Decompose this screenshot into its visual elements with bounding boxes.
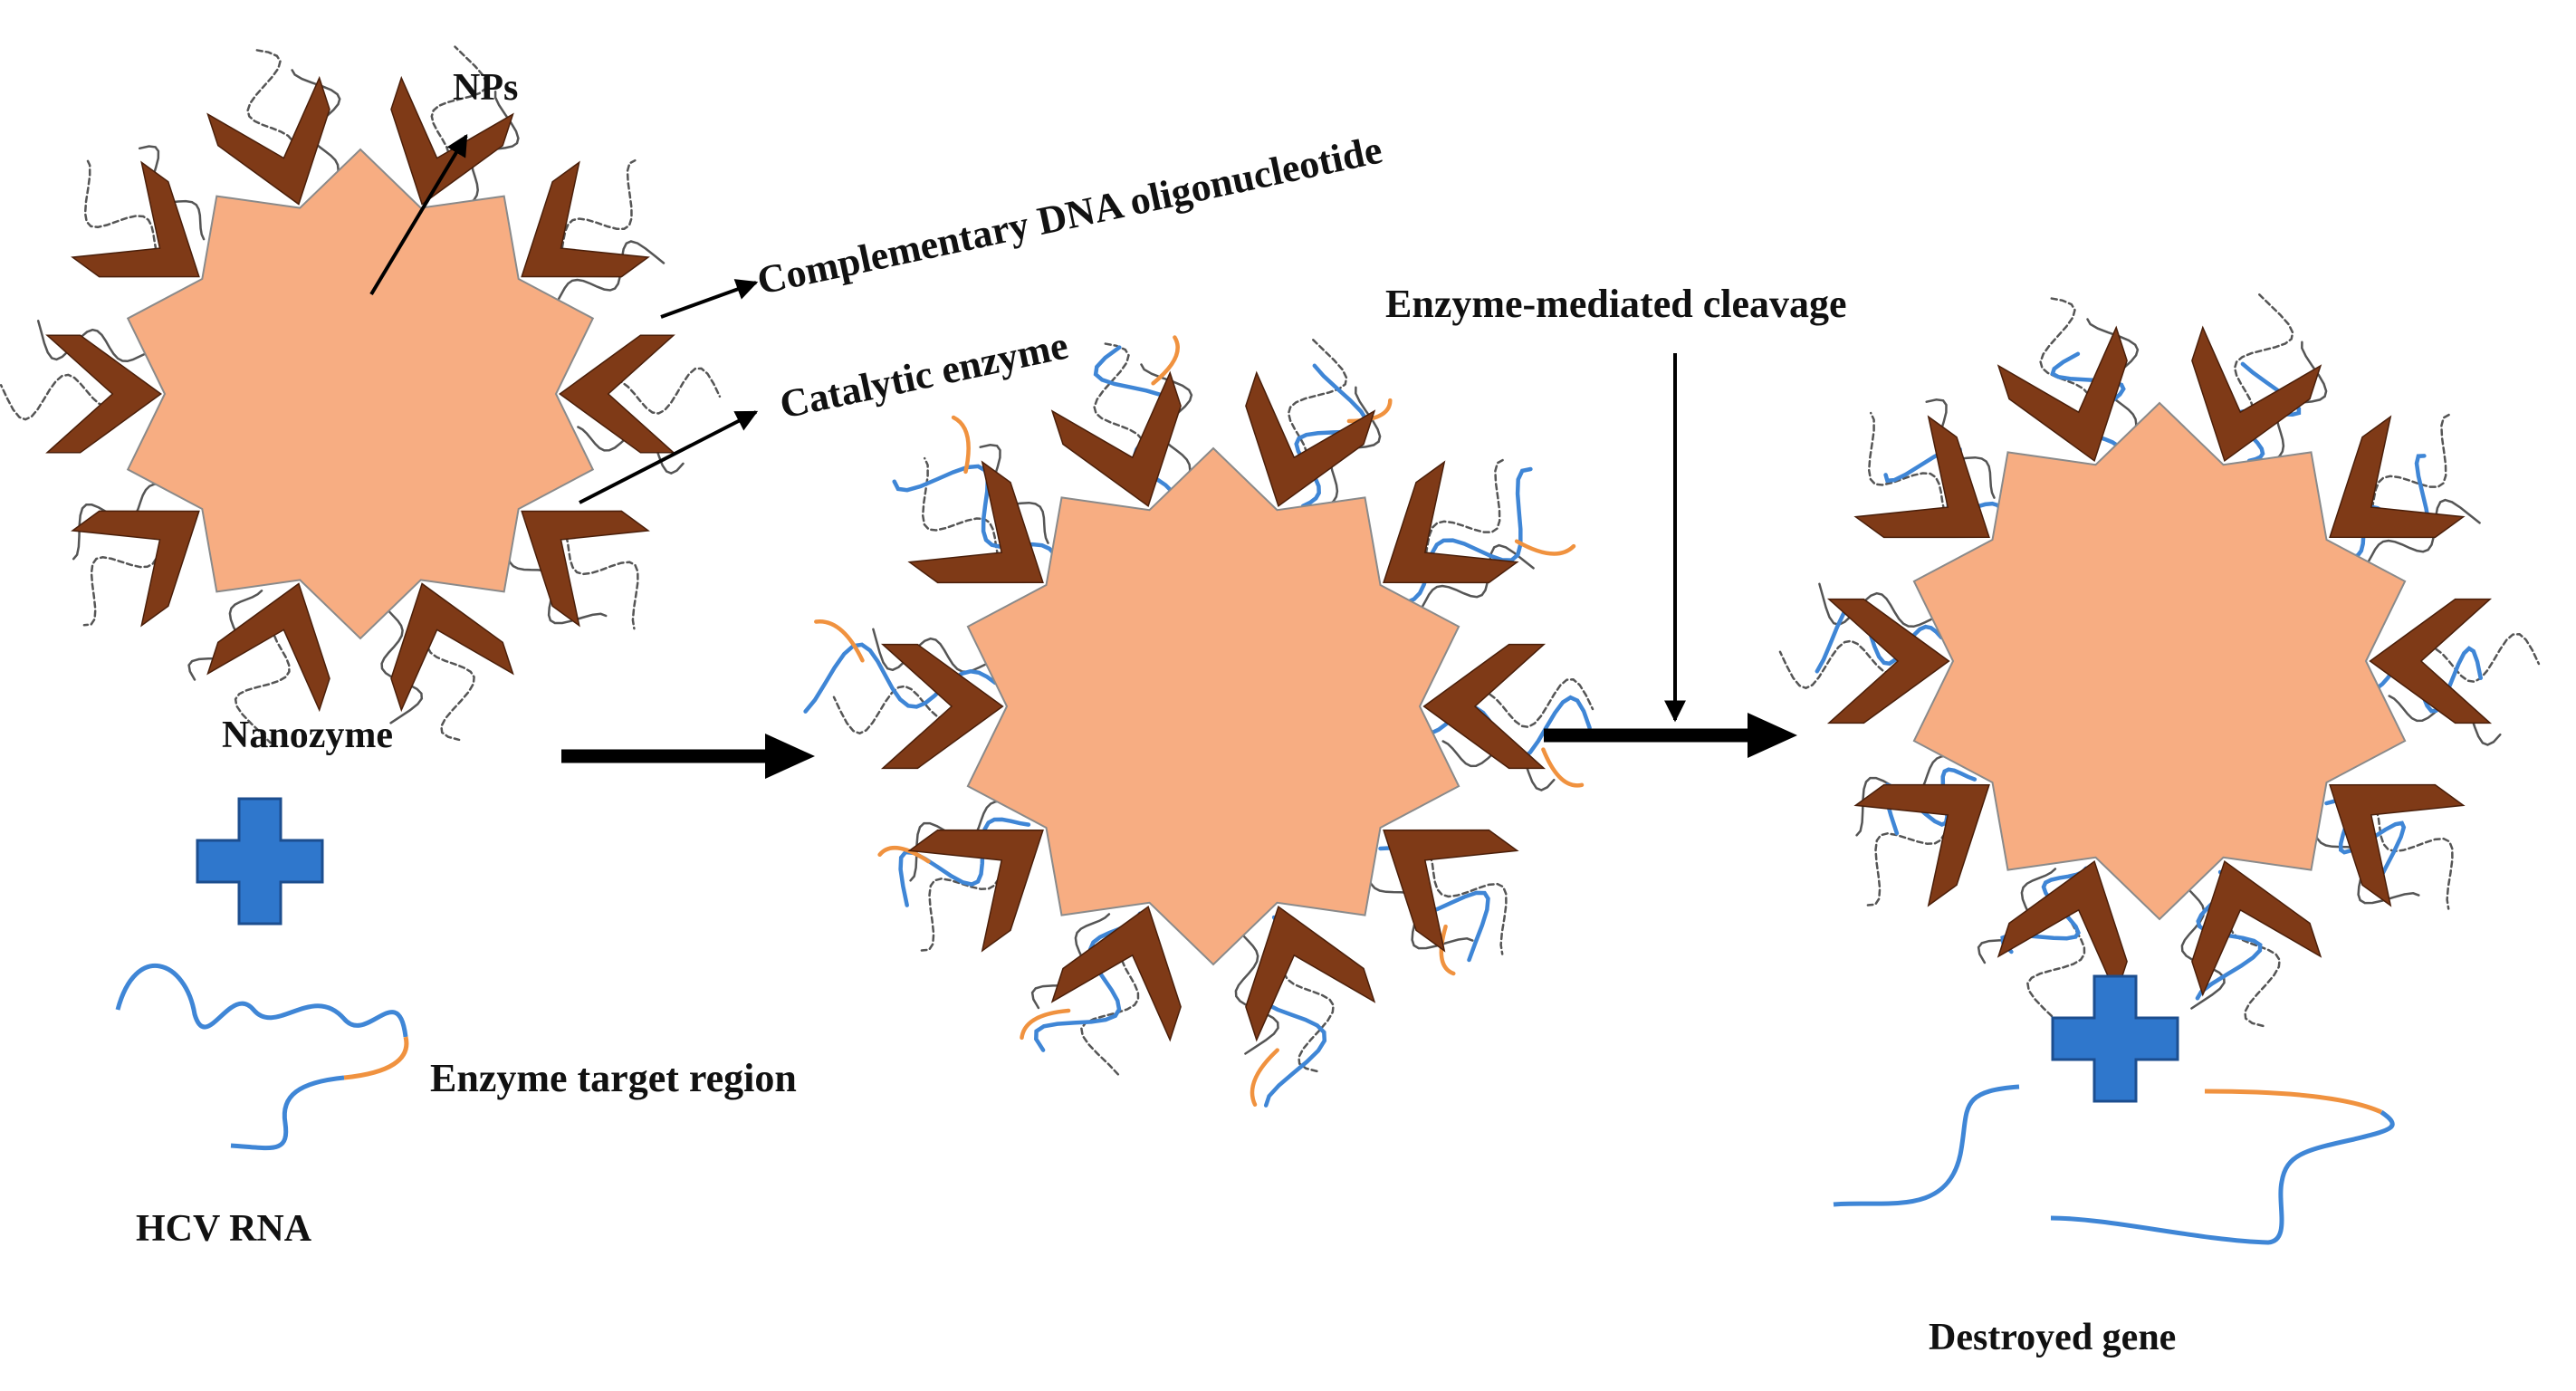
catalytic-enzyme-icon [1245,370,1376,508]
dna-oligonucleotide-strand [1867,411,1965,530]
catalytic-enzyme-icon [2191,325,2322,463]
catalytic-enzyme-icon [1853,783,1990,907]
dna-oligonucleotide-strand [2355,413,2451,531]
hcv-rna-strand [1294,363,1369,509]
nps-label: NPs [453,67,518,109]
dna-oligonucleotide-strand [380,610,424,724]
hcv-rna-strand [1815,600,1944,674]
destroyed-gene-label: Destroyed gene [1929,1317,2176,1358]
plus-icon [196,797,324,926]
nanoparticle-core [1912,401,2407,921]
catalytic-enzyme-icon [559,334,675,454]
catalytic-enzyme-icon [206,582,330,713]
dna-oligonucleotide-strand [2180,889,2226,1010]
dna-oligonucleotide-strand [82,517,175,627]
catalytic-enzyme-icon [521,160,650,278]
dna-oligonucleotide-strand [36,320,146,363]
hcv-rna-strand [803,642,998,714]
dna-oligonucleotide-strand [234,606,291,744]
hcv-rna-strand [892,464,1058,557]
enzyme-target-region-segment [1541,747,1585,788]
catalytic-enzyme-icon [390,582,514,713]
hcv-rna-strand [1034,911,1143,1052]
dna-oligonucleotide-strand [1422,543,1535,608]
enzyme-target-region-segment [1020,1008,1071,1041]
enzyme-target-region-segment [1439,924,1456,976]
enzyme-target-region-segment [1514,539,1576,556]
catalytic-enzyme-icon [907,829,1044,953]
catalytic-enzyme-icon [2369,598,2493,724]
catalytic-enzyme-icon [2329,783,2466,907]
catalytic-enzyme-icon [1383,460,1519,584]
process-arrow-2 [1544,713,1797,758]
enzyme-target-region-label: Enzyme target region [430,1056,797,1100]
enzyme-pointer-arrow [579,410,759,504]
nps-pointer-arrow [369,133,468,296]
catalytic-enzyme-icon [1383,829,1519,953]
catalytic-enzyme-icon [907,460,1044,584]
catalytic-enzyme-icon [71,160,200,278]
dna-oligonucleotide-strand [428,45,488,182]
catalytic-enzyme-icon [390,75,514,206]
hcv-rna-strand [115,963,409,1151]
catalytic-enzyme-icon [1050,370,1182,508]
nanozyme-label: Nanozyme [222,715,393,756]
nanoparticle-core [126,148,595,640]
catalytic-enzyme-icon [1826,598,1950,724]
enzyme-target-region-segment [1250,1048,1279,1107]
complementary-dna-label: Complementary DNA oligonucleotide [753,127,1386,302]
catalytic-enzyme-icon [206,75,330,206]
catalytic-enzyme-icon [1422,643,1547,770]
dna-oligonucleotide-strand [1234,935,1279,1055]
catalytic-enzyme-icon [2191,859,2322,997]
enzyme-target-region-segment [1346,398,1393,424]
nanoparticle-core [966,446,1460,966]
dna-oligonucleotide-strand [1409,458,1505,576]
nanozyme-particle [0,45,722,744]
catalytic-enzyme-icon [521,510,650,628]
enzyme-target-region-segment [1151,335,1180,386]
catalytic-enzyme-icon [1997,859,2128,997]
catalytic-enzyme-icon [1997,325,2128,463]
hcv-rna-strand [898,817,1031,907]
catalytic-enzyme-icon [1050,905,1182,1042]
nanozyme-rna-bound-particle [803,335,1594,1108]
dna-oligonucleotide-strand [921,456,1019,575]
enzyme-target-region-segment [951,415,971,475]
catalytic-enzyme-icon [2329,415,2466,539]
destroyed-gene-fragments [1833,1084,2395,1245]
dna-oligonucleotide-strand [2368,498,2481,562]
catalytic-enzyme-icon [1853,415,1990,539]
catalytic-enzyme-label: Catalytic enzyme [776,323,1072,427]
plus-icon [2051,974,2179,1103]
catalytic-enzyme-icon [1245,905,1376,1042]
process-arrow-1 [561,734,815,779]
hcv-rna-label: HCV RNA [136,1208,312,1250]
dna-pointer-arrow [660,279,759,319]
catalytic-enzyme-icon [45,334,162,454]
dna-oligonucleotide-strand [1408,839,1508,955]
dna-oligonucleotide-strand [2354,794,2454,910]
catalytic-enzyme-icon [880,643,1004,770]
enzyme-target-region-segment [877,845,931,864]
dna-oligonucleotide-strand [557,240,666,301]
dna-oligonucleotide-strand [1818,582,1932,628]
enzyme-target-region-segment [814,619,865,663]
enzyme-mediated-cleavage-label: Enzyme-mediated cleavage [1385,282,1847,326]
catalytic-enzyme-icon [71,510,200,628]
nanozyme-after-cleavage-particle [1778,293,2541,1031]
